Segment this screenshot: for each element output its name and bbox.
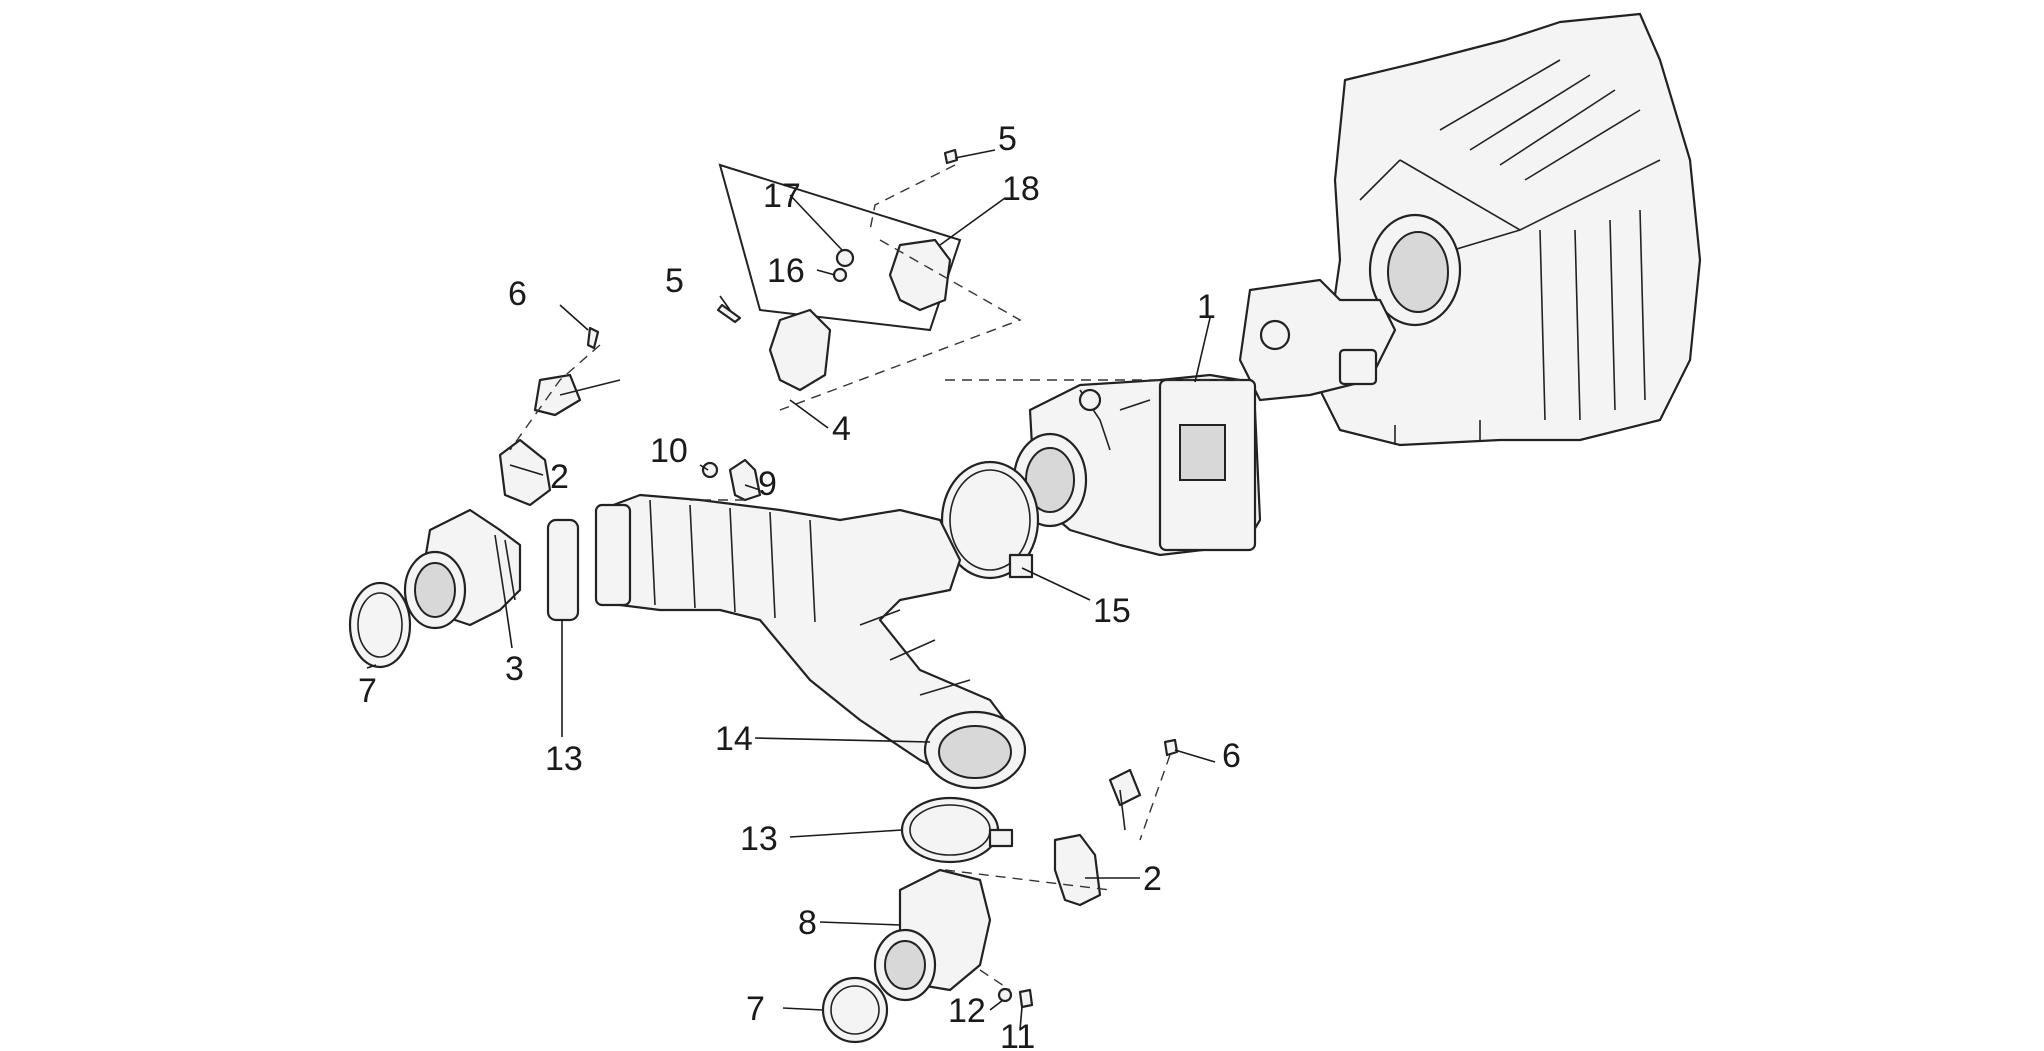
o-ring-seal-left — [348, 581, 412, 669]
callout-2-left: 2 — [550, 458, 569, 496]
callout-6-left: 6 — [508, 275, 527, 313]
callout-7-right: 7 — [746, 990, 765, 1028]
callout-labels: 1 2 2 3 4 5 5 6 6 7 7 8 9 10 11 12 13 13… — [358, 120, 1241, 1051]
callout-14: 14 — [715, 720, 753, 758]
bolt-left — [586, 326, 600, 350]
hose-clamp-lower — [900, 796, 1014, 864]
callout-6-right: 6 — [1222, 737, 1241, 775]
leader-lines — [366, 149, 1216, 1031]
o-ring-seal-right — [821, 976, 889, 1044]
callout-18: 18 — [1002, 170, 1040, 208]
callout-10: 10 — [650, 432, 688, 470]
callout-4: 4 — [832, 410, 851, 448]
callout-11: 11 — [1000, 1018, 1035, 1051]
callout-9: 9 — [758, 465, 777, 503]
bolt-9 — [701, 458, 762, 502]
callout-13-left: 13 — [545, 740, 583, 778]
hose-clamp-left — [546, 518, 580, 622]
callout-17: 17 — [763, 177, 801, 215]
fuel-injector-left — [498, 373, 621, 507]
intake-adapter-left — [403, 508, 522, 630]
screws-11-12 — [997, 987, 1034, 1009]
air-filter-box — [1238, 12, 1702, 447]
callout-7-left: 7 — [358, 672, 377, 710]
callout-5-left: 5 — [665, 262, 684, 300]
assembly-lines — [509, 164, 1240, 991]
throttle-body — [1012, 373, 1262, 557]
hose-clamp-throttle — [940, 460, 1040, 580]
y-intake-manifold — [594, 493, 1027, 790]
callout-15: 15 — [1093, 592, 1131, 630]
callout-3: 3 — [505, 650, 524, 688]
callout-5-top: 5 — [998, 120, 1017, 158]
intake-adapter-right — [873, 868, 992, 1002]
callout-1: 1 — [1197, 288, 1216, 326]
callout-13-lower: 13 — [740, 820, 778, 858]
callout-8: 8 — [798, 904, 817, 942]
callout-16: 16 — [767, 252, 805, 290]
sensor-bracket-assembly — [716, 148, 962, 392]
callout-12: 12 — [948, 992, 986, 1030]
callout-2-right: 2 — [1143, 860, 1162, 898]
